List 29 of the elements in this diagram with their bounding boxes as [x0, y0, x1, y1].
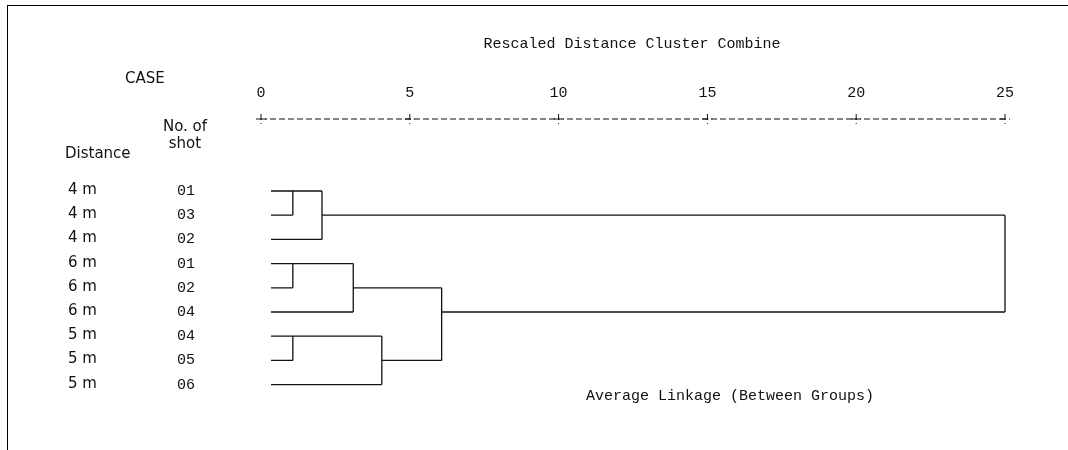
table-cell: 5 m — [68, 350, 97, 368]
table-cell: 03 — [177, 207, 195, 225]
table-cell: 4 m — [68, 181, 97, 198]
table-cell: 01 — [177, 255, 195, 273]
table-cell: 4 m — [68, 205, 97, 223]
axis-tick-label: 20 — [847, 85, 866, 102]
axis-tick-label: 15 — [698, 85, 717, 102]
column-header: Distance — [65, 145, 131, 162]
table-cell: 06 — [177, 376, 195, 394]
table-cell: 01 — [177, 183, 195, 200]
method-caption: Average Linkage (Between Groups) — [586, 388, 875, 405]
table-cell: 4 m — [68, 229, 97, 247]
table-cell: 02 — [177, 279, 195, 297]
table-cell: 02 — [177, 231, 195, 249]
table-cell: 5 m — [68, 374, 97, 392]
column-header: CASE — [125, 70, 165, 87]
axis-tick-label: 25 — [996, 85, 1014, 102]
table-cell: 6 m — [68, 302, 97, 319]
table-cell: 6 m — [68, 253, 97, 271]
axis-tick-label: 10 — [549, 85, 568, 102]
table-cell: 5 m — [68, 326, 97, 344]
table-cell: 04 — [177, 304, 195, 321]
table-cell: 04 — [177, 328, 195, 346]
table-cell: 05 — [177, 352, 195, 370]
axis-tick-label: 5 — [405, 85, 415, 102]
table-cell: 6 m — [68, 277, 97, 295]
column-header: No. of shot — [161, 118, 209, 152]
chart-title: Rescaled Distance Cluster Combine — [483, 36, 781, 53]
axis-tick-label: 0 — [256, 85, 266, 102]
